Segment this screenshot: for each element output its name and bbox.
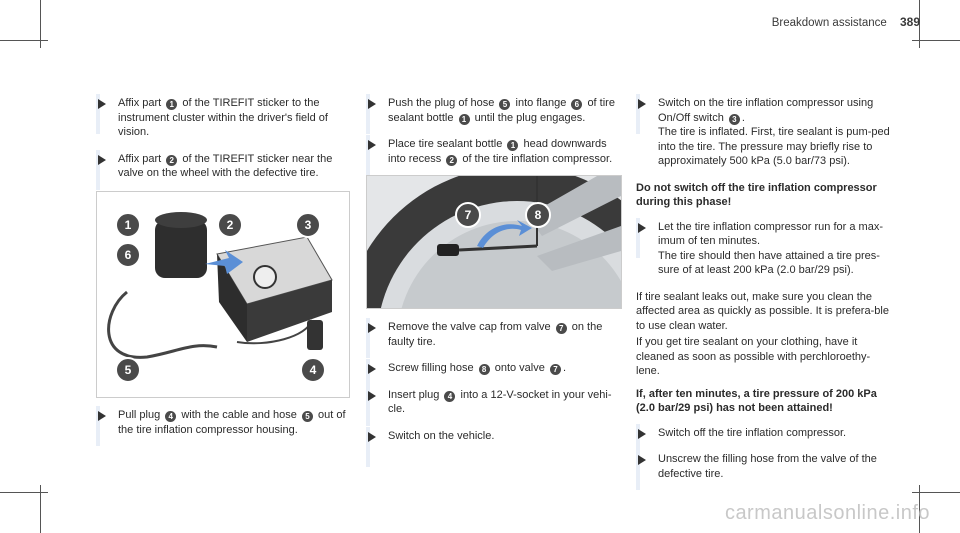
badge-2: 2 xyxy=(166,154,178,166)
callout-1: 1 xyxy=(115,212,141,238)
arrow-icon xyxy=(98,411,106,421)
callout-6: 6 xyxy=(115,242,141,268)
step: Remove the valve cap from valve 7 on the… xyxy=(366,318,622,358)
step: Push the plug of hose 5 into flange 6 of… xyxy=(366,94,622,134)
badge-8: 8 xyxy=(478,364,490,375)
crop-mark xyxy=(0,492,48,493)
step: Affix part 1 of the TIREFIT sticker to t… xyxy=(96,94,352,140)
badge-1: 1 xyxy=(166,99,178,110)
paragraph: If tire sealant leaks out, make sure you… xyxy=(636,290,889,332)
badge-4: 4 xyxy=(165,411,177,422)
column-3: Switch on the tire inflation compressor … xyxy=(636,94,892,493)
step: Affix part 2 of the TIREFIT sticker near… xyxy=(96,149,352,190)
column-2: Push the plug of hose 5 into flange 6 of… xyxy=(366,94,622,178)
badge-4: 4 xyxy=(444,390,456,402)
step: Pull plug 4 with the cable and hose 5 ou… xyxy=(96,406,352,446)
callout-2: 2 xyxy=(217,212,243,238)
step: Switch off the tire inflation compressor… xyxy=(636,423,892,463)
arrow-icon xyxy=(638,99,646,109)
badge-5: 5 xyxy=(301,411,313,422)
callout-3: 3 xyxy=(295,212,321,238)
badge-5: 5 xyxy=(499,99,511,110)
arrow-icon xyxy=(368,140,376,150)
crop-mark xyxy=(912,40,960,41)
arrow-icon xyxy=(368,364,376,374)
crop-mark xyxy=(919,485,920,533)
paragraph: If you get tire sealant on your clothing… xyxy=(636,336,871,377)
tire-valve-drawing xyxy=(342,166,692,516)
compressor-drawing xyxy=(107,212,333,359)
badge-1: 1 xyxy=(507,140,519,151)
arrow-icon xyxy=(368,323,376,333)
arrow-icon xyxy=(98,154,106,165)
arrow-icon xyxy=(368,390,376,401)
watermark: carmanualsonline.info xyxy=(724,502,930,524)
column-1: Affix part 1 of the TIREFIT sticker to t… xyxy=(96,94,352,193)
column-2-lower: Remove the valve cap from valve 7 on the… xyxy=(366,318,622,466)
arrow-icon xyxy=(368,99,376,109)
step: Unscrew the filling hose from the valve … xyxy=(636,450,892,490)
crop-mark xyxy=(40,485,41,533)
step: Insert plug 4 into a 12-V-socket in your… xyxy=(366,385,622,426)
callout-4: 4 xyxy=(300,357,326,383)
step: Screw filling hose 8 onto valve 7. xyxy=(366,359,622,398)
column-1-lower: Pull plug 4 with the cable and hose 5 ou… xyxy=(96,406,352,449)
arrow-icon xyxy=(638,222,646,233)
step: Place tire sealant bottle 1 head downwar… xyxy=(366,135,622,175)
section-title: Breakdown assistance xyxy=(771,17,887,29)
valve-illustration: 7 8 xyxy=(342,166,692,516)
arrow-icon xyxy=(638,428,646,439)
crop-mark xyxy=(40,0,41,48)
step: Switch on the vehicle. xyxy=(366,426,622,466)
callout-7: 7 xyxy=(455,202,481,228)
warning-heading: Do not switch off the tire inflation com… xyxy=(636,181,877,209)
page-header: Breakdown assistance 389 xyxy=(772,15,920,29)
badge-7: 7 xyxy=(549,364,561,375)
badge-6: 6 xyxy=(571,99,583,110)
callout-8: 8 xyxy=(525,202,551,228)
warning-heading: If, after ten minutes, a tire pressure o… xyxy=(636,387,877,415)
crop-mark xyxy=(0,40,48,41)
badge-7: 7 xyxy=(555,323,567,334)
arrow-icon xyxy=(638,455,646,465)
badge-3: 3 xyxy=(728,113,740,125)
callout-5: 5 xyxy=(115,357,141,383)
badge-2: 2 xyxy=(446,154,458,166)
step: Switch on the tire inflation compressor … xyxy=(636,94,892,169)
page-number: 389 xyxy=(899,15,920,29)
compressor-illustration: 1 6 2 3 5 4 xyxy=(96,191,350,398)
crop-mark xyxy=(919,0,920,48)
crop-mark xyxy=(912,492,960,493)
arrow-icon xyxy=(368,431,376,442)
badge-1: 1 xyxy=(458,113,470,125)
step: Let the tire inflation compressor run fo… xyxy=(636,217,892,278)
arrow-icon xyxy=(98,99,106,109)
